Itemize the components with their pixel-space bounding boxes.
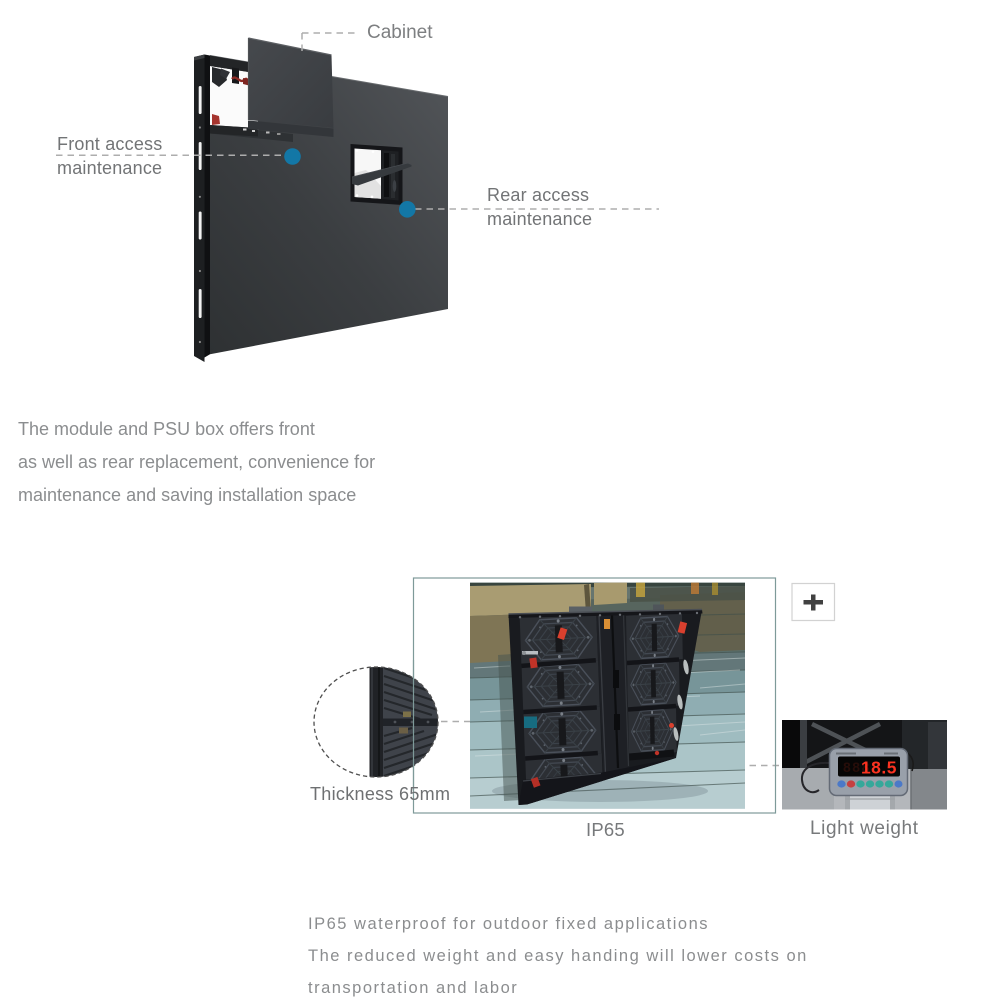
svg-text:888: 888 [843, 759, 871, 775]
svg-text:18.5: 18.5 [861, 758, 897, 778]
